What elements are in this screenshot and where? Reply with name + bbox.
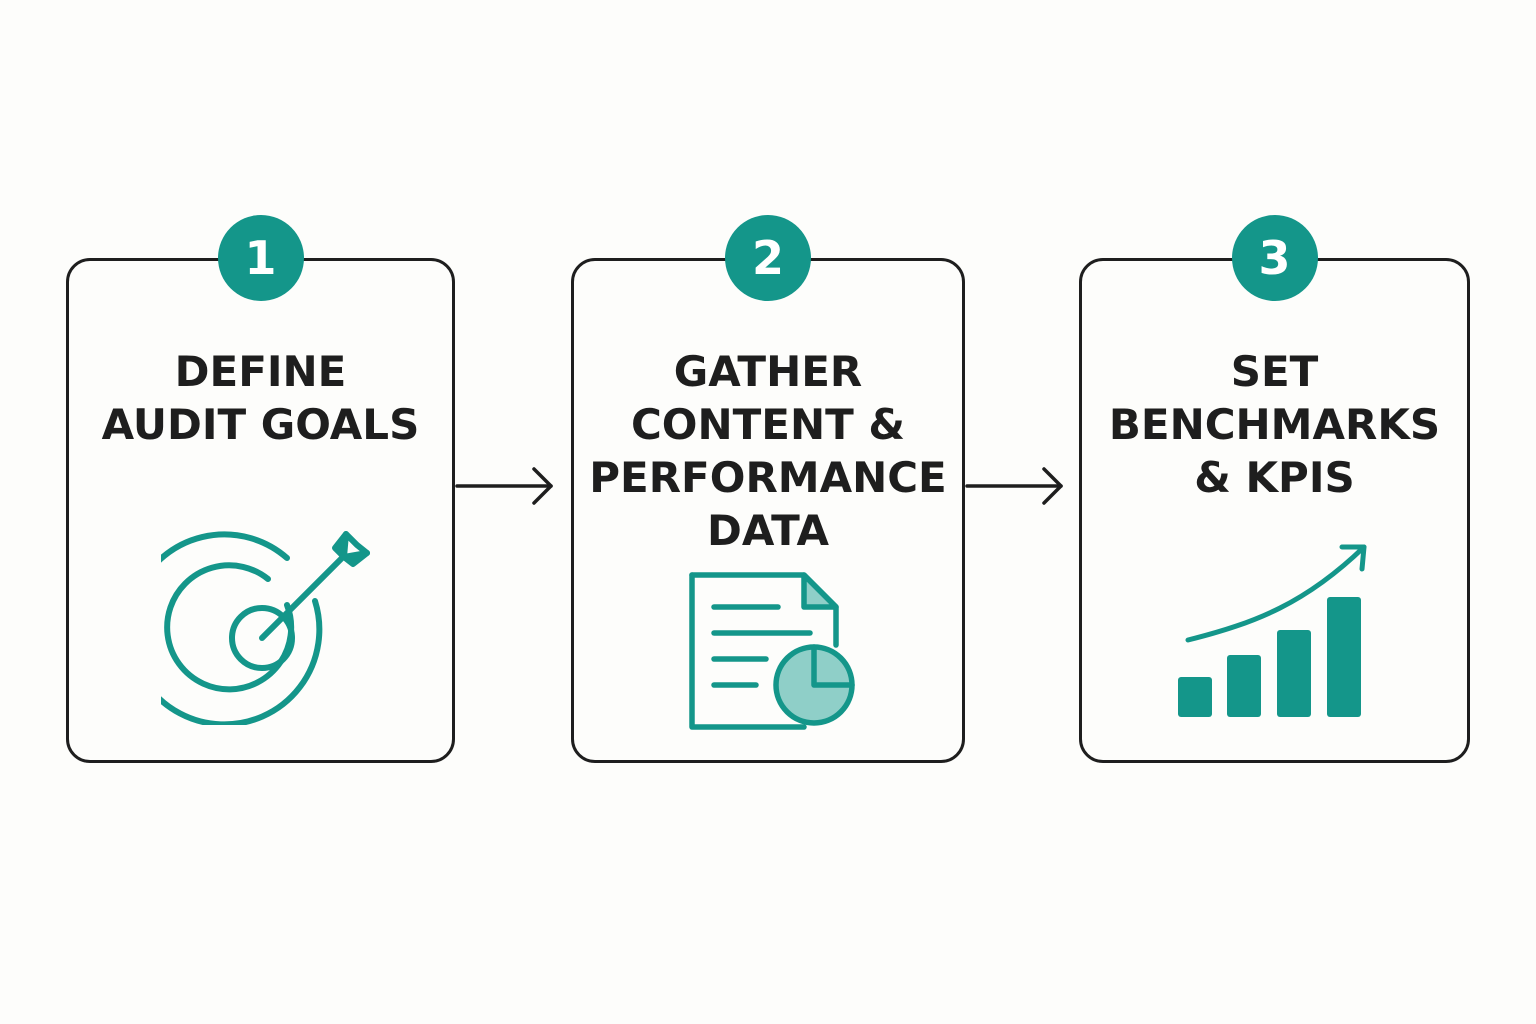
- target-icon: [161, 531, 370, 725]
- step-title-line: CONTENT &: [630, 400, 906, 449]
- step-number-badge: 3: [1231, 215, 1318, 301]
- arrow-right-icon: [965, 467, 1063, 505]
- step-title: SET BENCHMARKS & KPIS: [1082, 345, 1467, 504]
- step-title-line: BENCHMARKS: [1108, 400, 1441, 449]
- step-title: GATHER CONTENT & PERFORMANCE DATA: [574, 345, 962, 557]
- arrow-right-icon: [455, 467, 553, 505]
- step-title-line: DATA: [706, 506, 829, 555]
- document-chart-icon: [689, 572, 855, 730]
- step-title-line: SET: [1230, 347, 1319, 396]
- step-number-badge: 2: [725, 215, 811, 301]
- growth-chart-icon: [1178, 544, 1367, 717]
- step-title-line: PERFORMANCE: [589, 453, 947, 502]
- step-card-3: 3 SET BENCHMARKS & KPIS: [1079, 215, 1470, 763]
- step-card-1: 1 DEFINE AUDIT GOALS: [66, 215, 455, 763]
- step-title-line: AUDIT GOALS: [101, 400, 420, 449]
- step-number-badge: 1: [217, 215, 304, 301]
- step-title-line: & KPIS: [1194, 453, 1355, 502]
- step-title-line: DEFINE: [174, 347, 347, 396]
- step-card-2: 2 GATHER CONTENT & PERFORMANCE DATA: [571, 215, 965, 763]
- step-title-line: GATHER: [673, 347, 863, 396]
- step-title: DEFINE AUDIT GOALS: [69, 345, 452, 451]
